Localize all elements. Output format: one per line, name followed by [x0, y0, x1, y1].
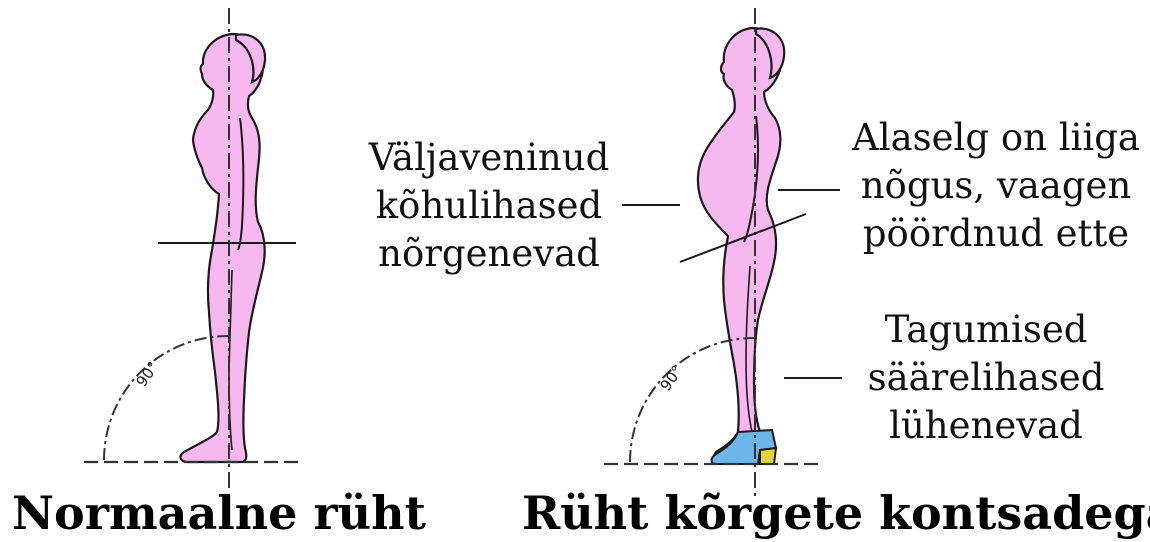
heels-angle-label: 90°: [657, 362, 687, 394]
normal-posture-caption: Normaalne rüht: [12, 486, 426, 540]
heels-body-silhouette: [698, 28, 782, 462]
calves-annotation-line-2: säärelihased: [846, 354, 1126, 402]
heel-icon: [760, 448, 776, 464]
abdomen-annotation-line-2: kõhulihased: [358, 182, 620, 230]
abdomen-annotation-line-1: Väljaveninud: [358, 134, 620, 182]
lower-back-annotation-line-1: Alaselg on liiga: [846, 114, 1146, 162]
normal-posture-figure: 90°: [84, 8, 302, 490]
abdomen-annotation: Väljaveninud kõhulihased nõrgenevad: [358, 134, 620, 278]
lower-back-annotation-line-2: nõgus, vaagen: [846, 162, 1146, 210]
heels-posture-figure: 90°: [604, 8, 842, 496]
lower-back-annotation-line-3: pöördnud ette: [846, 210, 1146, 258]
normal-body-silhouette: [181, 34, 265, 462]
lower-back-annotation: Alaselg on liiga nõgus, vaagen pöördnud …: [846, 114, 1146, 258]
calves-annotation-line-3: lühenevad: [846, 402, 1126, 450]
abdomen-annotation-line-3: nõrgenevad: [358, 230, 620, 278]
calves-annotation-line-1: Tagumised: [846, 306, 1126, 354]
normal-angle-label: 90°: [133, 358, 163, 390]
heels-posture-caption: Rüht kõrgete kontsadega: [522, 486, 1150, 540]
calves-annotation: Tagumised säärelihased lühenevad: [846, 306, 1126, 450]
